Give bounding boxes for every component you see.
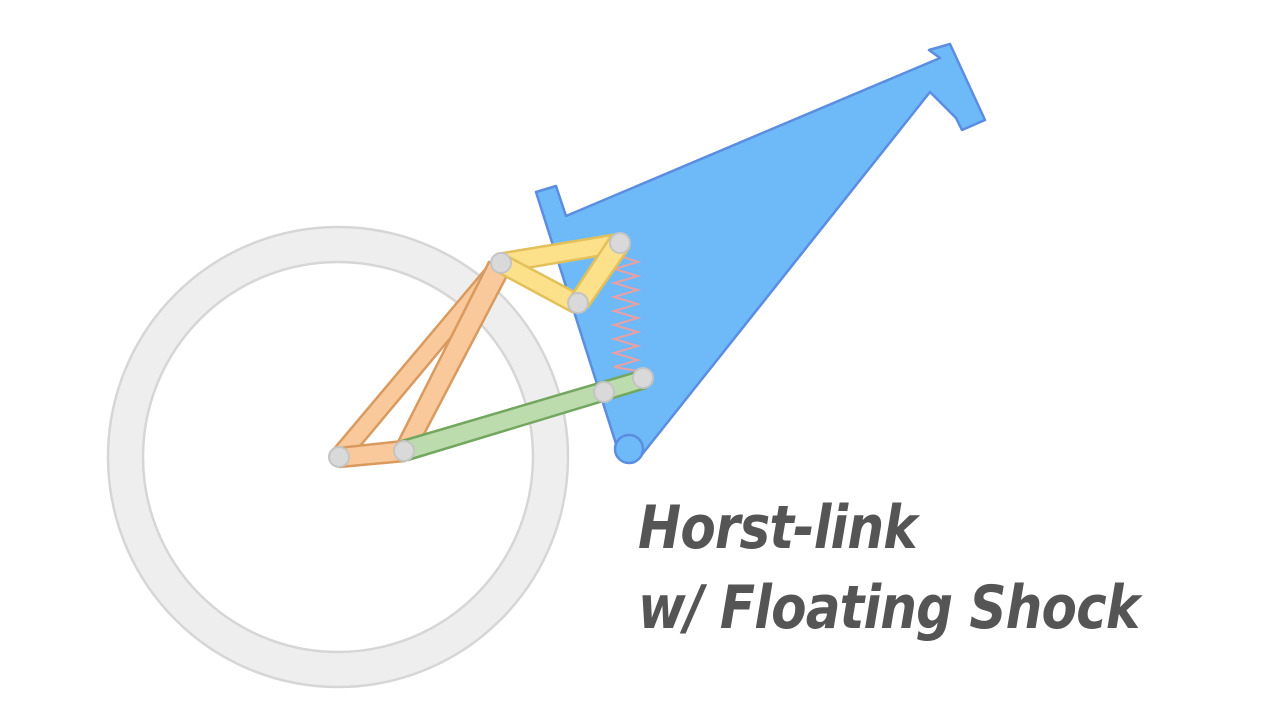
chainstay-frame-pivot xyxy=(593,381,615,403)
pivot-points xyxy=(328,232,654,468)
seatstay xyxy=(331,258,514,469)
rocker-shock-pivot xyxy=(609,232,631,254)
bottom-bracket-pivot xyxy=(613,433,645,465)
seatstay-rocker-pivot xyxy=(490,252,512,274)
diagram-caption: Horst-link w/ Floating Shock xyxy=(638,488,1171,648)
caption-line-2: w/ Floating Shock xyxy=(638,573,1140,643)
caption-line-1: Horst-link xyxy=(638,493,918,563)
rear-axle-pivot xyxy=(328,446,350,468)
rear-wheel xyxy=(106,225,570,689)
shock-coil-spring xyxy=(610,242,645,379)
rocker-frame-pivot xyxy=(567,292,589,314)
horst-link-pivot xyxy=(393,440,415,462)
chainstay-shock-pivot xyxy=(632,367,654,389)
